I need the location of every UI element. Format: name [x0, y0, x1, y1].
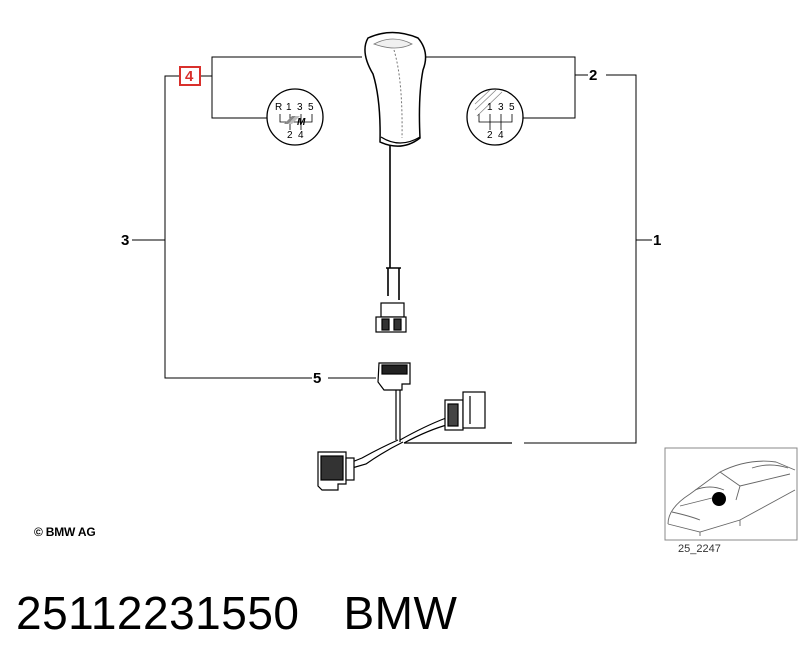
knob-connector: [375, 302, 407, 333]
svg-text:1: 1: [487, 102, 493, 113]
wiring-harness: [351, 390, 512, 469]
shift-pattern-m-disc: R 1 3 5 2 4 M: [266, 88, 324, 146]
callout-1[interactable]: 1: [653, 232, 661, 249]
leader-line-3: [164, 75, 312, 379]
knob-cable: [386, 145, 401, 300]
leader-line-4-knob: [211, 76, 268, 119]
svg-text:4: 4: [498, 130, 504, 141]
copyright-notice: © BMW AG: [34, 525, 96, 539]
footer-title: 25112231550 BMW: [16, 586, 457, 640]
location-marker-icon: [712, 492, 726, 506]
right-plug: [444, 391, 486, 431]
svg-text:R: R: [275, 102, 282, 113]
callout-4[interactable]: 4: [185, 68, 194, 85]
m-logo-icon: M: [284, 116, 306, 128]
leader-line-1: [524, 74, 637, 444]
socket-connector: [377, 362, 411, 391]
callout-4-highlight-box[interactable]: [179, 66, 201, 86]
svg-text:3: 3: [498, 102, 504, 113]
callout-3[interactable]: 3: [121, 232, 129, 249]
leader-line-2: [425, 56, 576, 119]
svg-text:2: 2: [287, 130, 293, 141]
part-number: 25112231550: [16, 587, 300, 639]
gear-knob: [364, 31, 427, 147]
reference-code: 25_2247: [678, 543, 721, 555]
brand-name: BMW: [343, 587, 458, 639]
svg-text:5: 5: [509, 102, 515, 113]
svg-text:1: 1: [286, 102, 292, 113]
svg-text:M: M: [297, 117, 306, 128]
shift-pattern-disc: 1 3 5 2 4: [466, 88, 524, 146]
leader-line-4: [200, 56, 362, 77]
car-location-thumbnail: [664, 447, 798, 541]
svg-text:3: 3: [297, 102, 303, 113]
svg-text:2: 2: [487, 130, 493, 141]
svg-text:5: 5: [308, 102, 314, 113]
svg-text:4: 4: [298, 130, 304, 141]
callout-2[interactable]: 2: [589, 67, 597, 84]
callout-5[interactable]: 5: [313, 370, 321, 387]
left-plug: [317, 451, 355, 491]
